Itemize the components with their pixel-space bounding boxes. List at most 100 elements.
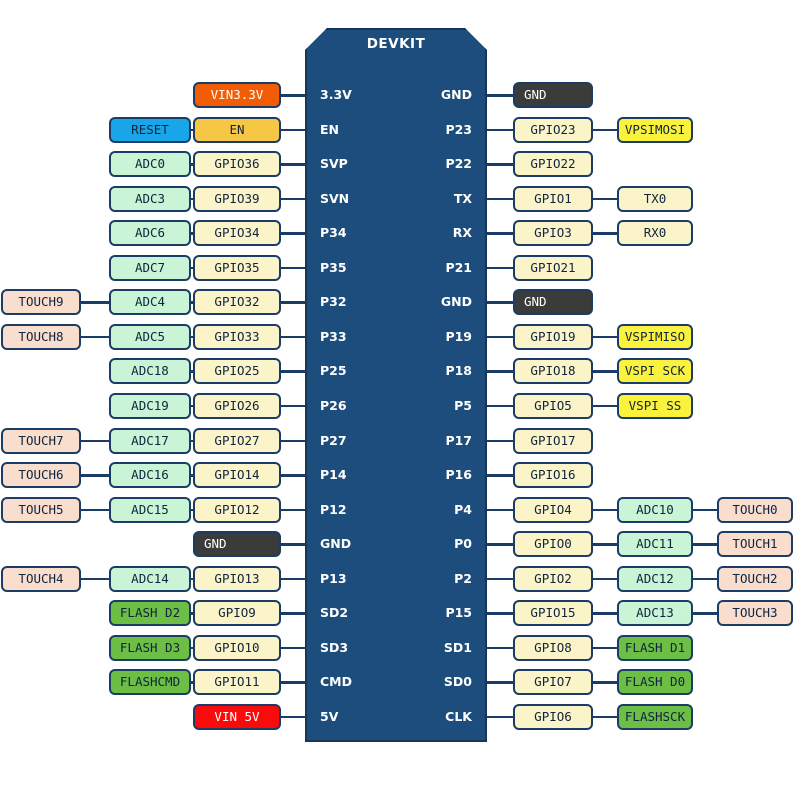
pin-box-touch0[interactable]: TOUCH0 bbox=[717, 496, 793, 523]
pin-box-adc14[interactable]: ADC14 bbox=[109, 565, 191, 592]
pin-box-gpio9[interactable]: GPIO9 bbox=[193, 600, 281, 627]
pin-box-gnd[interactable]: GND bbox=[513, 289, 593, 316]
pin-box-flashcmd[interactable]: FLASHCMD bbox=[109, 669, 191, 696]
pin-box-adc5[interactable]: ADC5 bbox=[109, 323, 191, 350]
pin-box-gpio19[interactable]: GPIO19 bbox=[513, 323, 593, 350]
pin-box-gpio39[interactable]: GPIO39 bbox=[193, 185, 281, 212]
pin-box-label: TOUCH3 bbox=[732, 605, 778, 621]
pin-box-adc4[interactable]: ADC4 bbox=[109, 289, 191, 316]
pin-box-vspi-ss[interactable]: VSPI SS bbox=[617, 392, 693, 419]
pin-box-flashsck[interactable]: FLASHSCK bbox=[617, 703, 693, 730]
pin-box-touch8[interactable]: TOUCH8 bbox=[1, 323, 81, 350]
board-pin-label-sd2: SD2 bbox=[320, 605, 349, 621]
pin-box-flash-d2[interactable]: FLASH D2 bbox=[109, 600, 191, 627]
pin-box-adc19[interactable]: ADC19 bbox=[109, 392, 191, 419]
pin-box-tx0[interactable]: TX0 bbox=[617, 185, 693, 212]
pin-box-touch3[interactable]: TOUCH3 bbox=[717, 600, 793, 627]
pin-box-vin3-3v[interactable]: VIN3.3V bbox=[193, 82, 281, 108]
connector-wire bbox=[487, 266, 513, 270]
pin-box-touch7[interactable]: TOUCH7 bbox=[1, 427, 81, 454]
pin-box-gpio0[interactable]: GPIO0 bbox=[513, 531, 593, 558]
pin-box-gpio32[interactable]: GPIO32 bbox=[193, 289, 281, 316]
pin-box-flash-d3[interactable]: FLASH D3 bbox=[109, 634, 191, 661]
pin-box-gpio3[interactable]: GPIO3 bbox=[513, 220, 593, 247]
pin-box-gpio14[interactable]: GPIO14 bbox=[193, 462, 281, 489]
pin-box-adc10[interactable]: ADC10 bbox=[617, 496, 693, 523]
pin-box-gpio22[interactable]: GPIO22 bbox=[513, 151, 593, 178]
connector-wire bbox=[191, 404, 193, 408]
pin-box-adc16[interactable]: ADC16 bbox=[109, 462, 191, 489]
pin-box-adc13[interactable]: ADC13 bbox=[617, 600, 693, 627]
pin-box-gpio16[interactable]: GPIO16 bbox=[513, 462, 593, 489]
pin-box-label: FLASH D1 bbox=[624, 639, 686, 655]
pin-box-gpio2[interactable]: GPIO2 bbox=[513, 565, 593, 592]
pin-box-rx0[interactable]: RX0 bbox=[617, 220, 693, 247]
pin-box-adc15[interactable]: ADC15 bbox=[109, 496, 191, 523]
pin-box-adc12[interactable]: ADC12 bbox=[617, 565, 693, 592]
pin-box-gpio33[interactable]: GPIO33 bbox=[193, 323, 281, 350]
connector-wire bbox=[593, 612, 617, 615]
pin-box-gpio11[interactable]: GPIO11 bbox=[193, 669, 281, 696]
connector-wire bbox=[191, 197, 193, 201]
pin-box-touch5[interactable]: TOUCH5 bbox=[1, 496, 81, 523]
board-pin-label-rx: RX bbox=[452, 225, 472, 241]
pin-box-label: TOUCH2 bbox=[732, 570, 778, 586]
pin-box-gnd[interactable]: GND bbox=[193, 531, 281, 558]
pin-box-label: GPIO18 bbox=[530, 363, 576, 379]
pin-box-flash-d0[interactable]: FLASH D0 bbox=[617, 669, 693, 696]
pin-box-vpsimosi[interactable]: VPSIMOSI bbox=[617, 116, 693, 143]
board-pin-label-p16: P16 bbox=[445, 467, 472, 483]
pin-box-touch6[interactable]: TOUCH6 bbox=[1, 462, 81, 489]
pin-box-gpio36[interactable]: GPIO36 bbox=[193, 151, 281, 178]
pin-box-label: ADC6 bbox=[134, 225, 166, 241]
pin-box-flash-d1[interactable]: FLASH D1 bbox=[617, 634, 693, 661]
pin-box-gpio12[interactable]: GPIO12 bbox=[193, 496, 281, 523]
pin-box-gpio4[interactable]: GPIO4 bbox=[513, 496, 593, 523]
pin-box-gpio21[interactable]: GPIO21 bbox=[513, 254, 593, 281]
pin-box-vspimiso[interactable]: VSPIMISO bbox=[617, 323, 693, 350]
pin-box-vin-5v[interactable]: VIN 5V bbox=[193, 703, 281, 730]
pin-box-adc6[interactable]: ADC6 bbox=[109, 220, 191, 247]
pin-box-gpio8[interactable]: GPIO8 bbox=[513, 634, 593, 661]
pin-box-gpio13[interactable]: GPIO13 bbox=[193, 565, 281, 592]
pin-box-gpio10[interactable]: GPIO10 bbox=[193, 634, 281, 661]
pin-box-gpio26[interactable]: GPIO26 bbox=[193, 392, 281, 419]
pin-box-en[interactable]: EN bbox=[193, 116, 281, 143]
pin-box-touch9[interactable]: TOUCH9 bbox=[1, 289, 81, 316]
pin-box-gpio17[interactable]: GPIO17 bbox=[513, 427, 593, 454]
pin-box-gpio35[interactable]: GPIO35 bbox=[193, 254, 281, 281]
pin-box-adc18[interactable]: ADC18 bbox=[109, 358, 191, 385]
connector-wire bbox=[81, 335, 109, 339]
pin-box-label: GPIO35 bbox=[214, 259, 260, 275]
pin-box-label: TOUCH9 bbox=[18, 294, 64, 310]
pin-box-touch1[interactable]: TOUCH1 bbox=[717, 531, 793, 558]
pin-box-gpio34[interactable]: GPIO34 bbox=[193, 220, 281, 247]
pin-box-gpio27[interactable]: GPIO27 bbox=[193, 427, 281, 454]
connector-wire bbox=[487, 543, 513, 546]
pin-box-adc7[interactable]: ADC7 bbox=[109, 254, 191, 281]
pin-box-adc11[interactable]: ADC11 bbox=[617, 531, 693, 558]
pin-box-gpio1[interactable]: GPIO1 bbox=[513, 185, 593, 212]
pin-box-touch4[interactable]: TOUCH4 bbox=[1, 565, 81, 592]
connector-wire bbox=[693, 577, 717, 581]
pin-box-gnd[interactable]: GND bbox=[513, 82, 593, 108]
pin-box-label: VSPI SS bbox=[628, 397, 682, 413]
pin-box-label: ADC4 bbox=[134, 294, 166, 310]
pin-box-label: FLASHSCK bbox=[624, 708, 686, 724]
pin-box-vspi-sck[interactable]: VSPI SCK bbox=[617, 358, 693, 385]
pin-box-gpio5[interactable]: GPIO5 bbox=[513, 392, 593, 419]
pin-box-adc3[interactable]: ADC3 bbox=[109, 185, 191, 212]
pin-box-touch2[interactable]: TOUCH2 bbox=[717, 565, 793, 592]
pin-box-gpio6[interactable]: GPIO6 bbox=[513, 703, 593, 730]
pin-box-label: ADC13 bbox=[636, 605, 674, 621]
pin-box-gpio7[interactable]: GPIO7 bbox=[513, 669, 593, 696]
pin-box-reset[interactable]: RESET bbox=[109, 116, 191, 143]
pin-box-adc17[interactable]: ADC17 bbox=[109, 427, 191, 454]
pin-box-gpio18[interactable]: GPIO18 bbox=[513, 358, 593, 385]
pin-box-gpio23[interactable]: GPIO23 bbox=[513, 116, 593, 143]
pin-box-gpio25[interactable]: GPIO25 bbox=[193, 358, 281, 385]
pin-box-label: GPIO3 bbox=[534, 225, 572, 241]
pin-box-adc0[interactable]: ADC0 bbox=[109, 151, 191, 178]
pin-box-gpio15[interactable]: GPIO15 bbox=[513, 600, 593, 627]
pin-box-label: GPIO17 bbox=[530, 432, 576, 448]
